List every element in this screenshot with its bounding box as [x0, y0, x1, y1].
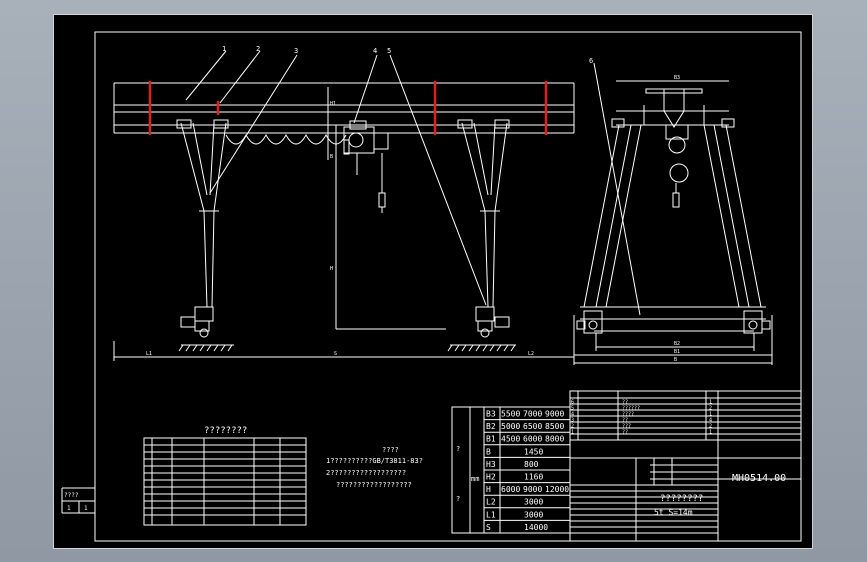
dim-s: S: [334, 351, 337, 357]
dims-row-value: 12000: [545, 485, 569, 494]
dims-side-label-2: ?: [456, 495, 460, 503]
part-number: 6: [571, 399, 574, 405]
inner-frame: [94, 31, 802, 542]
dims-side-label-1: ?: [456, 445, 460, 453]
callout-1: 1: [222, 45, 226, 53]
callout-5: 5: [387, 47, 391, 55]
notes-heading: ????: [382, 446, 399, 454]
dim-b3: B3: [674, 75, 680, 81]
note-2: 2??????????????????: [326, 469, 406, 477]
corner-label: ????: [64, 492, 79, 499]
part-number: 4: [571, 411, 574, 417]
callout-3: 3: [294, 47, 298, 55]
note-1: 1??????????GB/T3811-83?: [326, 457, 423, 465]
part-number: 2: [571, 423, 574, 429]
dims-row-value: 6000: [501, 485, 520, 494]
corner-cell-2: 1: [84, 505, 88, 512]
dims-row-value: 6000: [523, 435, 542, 444]
dims-row-value: 3000: [524, 498, 543, 507]
params-title: ????????: [204, 426, 247, 436]
part-name: ????: [622, 411, 634, 417]
dims-row-value: 14000: [524, 523, 548, 532]
drawing-sheet: 1 2 3 4 5 6 L1 S L2 H1 H B B3 B2 B1 B ??…: [53, 14, 813, 549]
dims-row-key: L1: [486, 510, 496, 519]
drawing-title: ????????: [660, 494, 703, 504]
callout-2: 2: [256, 45, 260, 53]
part-name: ??: [622, 429, 628, 435]
dims-row-value: 1160: [524, 473, 543, 482]
dim-b0: B: [674, 357, 677, 363]
parameters-table: [143, 437, 307, 526]
cad-drawing: 1 2 3 4 5 6 L1 S L2 H1 H B B3 B2 B1 B ??…: [61, 31, 802, 542]
dims-row-key: B2: [486, 422, 496, 431]
note-3: ??????????????????: [336, 481, 412, 489]
drawing-spec: 5t S=14m: [654, 508, 693, 517]
callout-6: 6: [589, 57, 593, 65]
dims-row-key: H2: [486, 473, 496, 482]
part-name: ??: [622, 399, 628, 405]
part-quantity: 1: [709, 429, 712, 435]
dims-row-value: 7000: [523, 410, 542, 419]
dims-row-key: B: [486, 447, 491, 456]
part-number: 1: [571, 429, 574, 435]
dims-row-value: 4500: [501, 435, 520, 444]
part-quantity: 1: [709, 411, 712, 417]
part-name: ??: [622, 417, 628, 423]
dim-b1: B1: [674, 349, 680, 355]
part-name: ??????: [622, 405, 640, 411]
dims-row-key: B1: [486, 435, 496, 444]
dims-unit: mm: [471, 475, 479, 483]
parts-list-rows: 6??15??????24????13??42???21??1: [571, 399, 712, 435]
part-quantity: 1: [709, 399, 712, 405]
gantry-side-elevation: [113, 82, 575, 361]
dim-b2: B2: [674, 341, 680, 347]
dims-row-key: H: [486, 485, 491, 494]
part-quantity: 2: [709, 405, 712, 411]
corner-cell-1: 1: [67, 505, 71, 512]
dims-row-key: S: [486, 523, 491, 532]
dims-row-key: B3: [486, 410, 496, 419]
dim-h1: H1: [330, 101, 336, 107]
dims-row-value: 5000: [501, 422, 520, 431]
part-quantity: 4: [709, 417, 712, 423]
dims-row-key: H3: [486, 460, 496, 469]
title-block: [569, 390, 802, 542]
dims-row-value: 6500: [523, 422, 542, 431]
dims-row-value: 9000: [523, 485, 542, 494]
part-number: 3: [571, 417, 574, 423]
column-markers: [148, 81, 548, 135]
dims-row-value: 9000: [545, 410, 564, 419]
part-name: ???: [622, 423, 631, 429]
dims-row-key: L2: [486, 498, 496, 507]
callout-4: 4: [373, 47, 377, 55]
dim-l2: L2: [528, 351, 534, 357]
callout-leaders: [185, 50, 641, 316]
part-quantity: 2: [709, 423, 712, 429]
gantry-end-elevation: [573, 80, 773, 365]
dims-row-value: 8500: [545, 422, 564, 431]
drawing-number: MH0514.00: [732, 473, 786, 484]
dims-row-value: 5500: [501, 410, 520, 419]
dims-row-value: 3000: [524, 510, 543, 519]
dim-b: B: [330, 154, 333, 160]
dim-l1: L1: [146, 351, 152, 357]
dims-row-value: 800: [524, 460, 539, 469]
dims-row-value: 1450: [524, 447, 543, 456]
dim-h: H: [330, 266, 333, 272]
part-number: 5: [571, 405, 574, 411]
dims-row-value: 8000: [545, 435, 564, 444]
